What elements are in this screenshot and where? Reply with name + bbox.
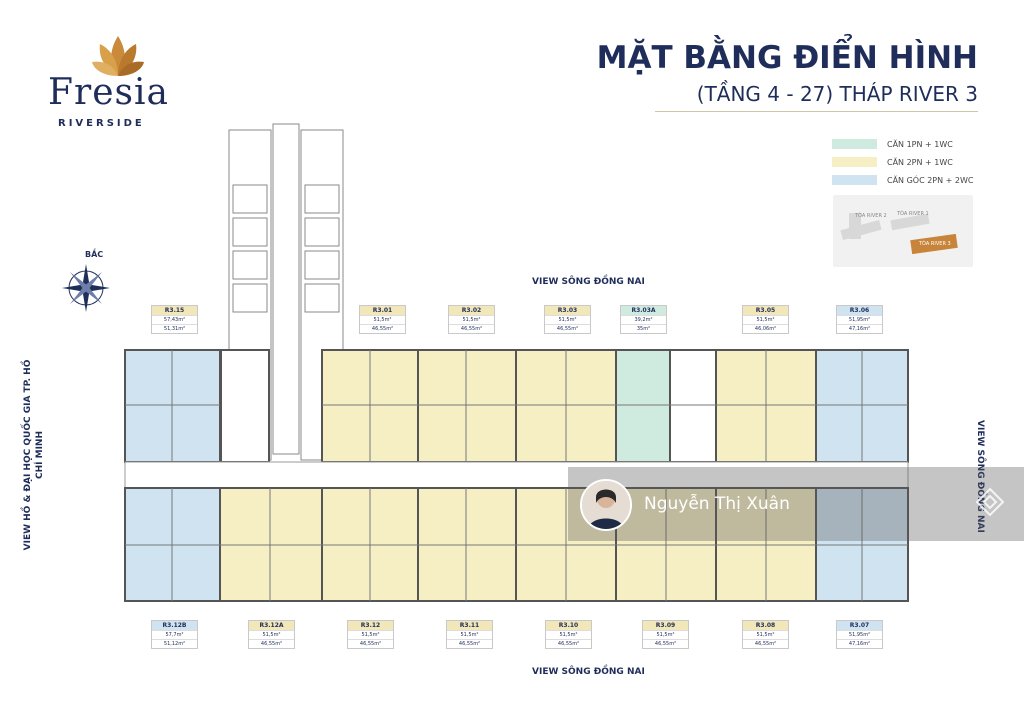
page-title: MẶT BẰNG ĐIỂN HÌNH (596, 40, 978, 76)
unit-tag-r3-07[interactable]: R3.07 51,95m² 47,16m² (836, 620, 883, 649)
unit-area: 51,95m² (837, 315, 882, 324)
north-label: BẮC (85, 250, 104, 259)
unit-area: 46,55m² (447, 639, 492, 648)
unit-tag-r3-12[interactable]: R3.12 51,5m² 46,55m² (347, 620, 394, 649)
unit-area: 46,55m² (743, 639, 788, 648)
elevator-core (228, 123, 344, 461)
unit-area: 51,5m² (643, 630, 688, 639)
unit-tag-r3-10[interactable]: R3.10 51,5m² 46,55m² (545, 620, 592, 649)
stair-core-east (669, 349, 717, 463)
keymap-label: TÒA RIVER 3 (918, 240, 951, 247)
brand-subtitle: RIVERSIDE (58, 118, 145, 129)
unit-area: 47,16m² (837, 324, 882, 333)
stair-core-west (220, 349, 270, 463)
unit-area: 51,5m² (546, 630, 591, 639)
unit-area: 51,5m² (449, 315, 494, 324)
legend-swatch (832, 175, 877, 185)
unit-area: 51,5m² (743, 315, 788, 324)
unit-area: 57,43m² (152, 315, 197, 324)
unit-code: R3.12 (348, 621, 393, 630)
watermark-banner (568, 467, 1024, 541)
view-label-top: VIEW SÔNG ĐỒNG NAI (532, 277, 645, 287)
unit-tag-r3-12a[interactable]: R3.12A 51,5m² 46,55m² (248, 620, 295, 649)
unit-r3-02-area (417, 349, 517, 463)
unit-tag-r3-11[interactable]: R3.11 51,5m² 46,55m² (446, 620, 493, 649)
interior-walls (125, 350, 908, 601)
legend-swatch (832, 157, 877, 167)
unit-area: 46,55m² (545, 324, 590, 333)
unit-area: 51,31m² (152, 324, 197, 333)
unit-area: 51,5m² (545, 315, 590, 324)
unit-area: 46,55m² (249, 639, 294, 648)
unit-code: R3.02 (449, 306, 494, 315)
legend-item-corner: CĂN GÓC 2PN + 2WC (832, 174, 973, 186)
legend-label: CĂN GÓC 2PN + 2WC (887, 175, 974, 185)
unit-code: R3.07 (837, 621, 882, 630)
corridor (124, 461, 909, 489)
unit-tag-r3-12b[interactable]: R3.12B 57,7m² 51,12m² (151, 620, 198, 649)
unit-code: R3.06 (837, 306, 882, 315)
unit-area: 46,55m² (348, 639, 393, 648)
unit-code: R3.03 (545, 306, 590, 315)
site-key-map: TÒA RIVER 2 TÒA RIVER 1 TÒA RIVER 3 (833, 195, 973, 267)
diamond-logo-icon (975, 487, 1005, 517)
view-label-bottom: VIEW SÔNG ĐỒNG NAI (532, 667, 645, 677)
unit-area: 51,12m² (152, 639, 197, 648)
unit-area: 46,06m² (743, 324, 788, 333)
title-divider (655, 111, 978, 112)
unit-r3-03a-area (615, 349, 671, 463)
compass-rose-icon (62, 264, 110, 312)
unit-area: 47,16m² (837, 639, 882, 648)
keymap-label: TÒA RIVER 2 (854, 212, 887, 219)
unit-code: R3.10 (546, 621, 591, 630)
unit-area: 51,5m² (249, 630, 294, 639)
unit-code: R3.05 (743, 306, 788, 315)
unit-tag-r3-05[interactable]: R3.05 51,5m² 46,06m² (742, 305, 789, 334)
unit-code: R3.12A (249, 621, 294, 630)
unit-tag-r3-09[interactable]: R3.09 51,5m² 46,55m² (642, 620, 689, 649)
unit-area: 51,5m² (348, 630, 393, 639)
avatar (580, 479, 632, 531)
legend-swatch (832, 139, 877, 149)
unit-tag-r3-03[interactable]: R3.03 51,5m² 46,55m² (544, 305, 591, 334)
unit-code: R3.08 (743, 621, 788, 630)
legend-label: CĂN 2PN + 1WC (887, 157, 953, 167)
unit-area: 51,5m² (360, 315, 405, 324)
watermark-name: Nguyễn Thị Xuân (644, 494, 790, 514)
unit-area: 46,55m² (360, 324, 405, 333)
unit-area: 46,55m² (643, 639, 688, 648)
unit-tag-r3-06[interactable]: R3.06 51,95m² 47,16m² (836, 305, 883, 334)
unit-code: R3.11 (447, 621, 492, 630)
legend-item-1pn: CĂN 1PN + 1WC (832, 138, 953, 150)
unit-area: 39,2m² (621, 315, 666, 324)
page-subtitle: (TẦNG 4 - 27) THÁP RIVER 3 (696, 82, 978, 106)
unit-area: 51,95m² (837, 630, 882, 639)
unit-tag-r3-03a[interactable]: R3.03A 39,2m² 35m² (620, 305, 667, 334)
keymap-label: TÒA RIVER 1 (896, 210, 929, 217)
unit-tag-r3-02[interactable]: R3.02 51,5m² 46,55m² (448, 305, 495, 334)
unit-tag-r3-15[interactable]: R3.15 57,43m² 51,31m² (151, 305, 198, 334)
unit-code: R3.03A (621, 306, 666, 315)
unit-tag-r3-08[interactable]: R3.08 51,5m² 46,55m² (742, 620, 789, 649)
unit-code: R3.09 (643, 621, 688, 630)
unit-area: 51,5m² (743, 630, 788, 639)
unit-area: 35m² (621, 324, 666, 333)
brand-logo: Fresia (48, 72, 169, 113)
unit-area: 46,55m² (546, 639, 591, 648)
unit-area: 57,7m² (152, 630, 197, 639)
unit-code: R3.15 (152, 306, 197, 315)
unit-area: 51,5m² (447, 630, 492, 639)
unit-area: 46,55m² (449, 324, 494, 333)
unit-code: R3.01 (360, 306, 405, 315)
legend-item-2pn: CĂN 2PN + 1WC (832, 156, 953, 168)
lotus-logo-icon (92, 36, 144, 76)
unit-code: R3.12B (152, 621, 197, 630)
legend-label: CĂN 1PN + 1WC (887, 139, 953, 149)
unit-tag-r3-01[interactable]: R3.01 51,5m² 46,55m² (359, 305, 406, 334)
